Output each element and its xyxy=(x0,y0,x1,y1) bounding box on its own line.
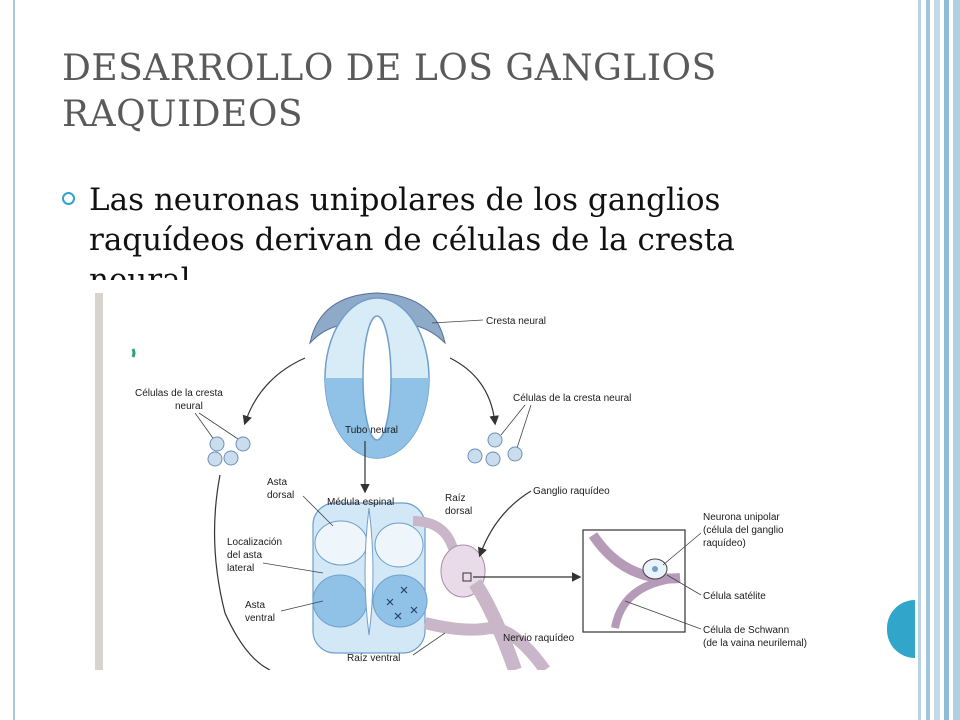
left-border-line xyxy=(13,0,15,720)
label-localizacion-2: del asta xyxy=(227,550,262,561)
ventral-root xyxy=(423,617,550,674)
label-neurona-unipolar-1: Neurona unipolar xyxy=(703,512,780,523)
label-nervio-raquideo: Nervio raquídeo xyxy=(503,633,575,644)
label-localizacion-1: Localización xyxy=(227,537,282,548)
slide-title-line-2: RAQUIDEOS xyxy=(62,94,303,135)
label-ganglio-raquideo: Ganglio raquídeo xyxy=(533,486,610,497)
bullet-line-1: Las neuronas unipolares de los ganglios xyxy=(89,182,721,218)
label-celula-schwann-1: Célula de Schwann xyxy=(703,625,789,636)
right-border-strip-3 xyxy=(934,0,940,720)
right-border-strip-2 xyxy=(926,0,930,720)
label-celulas-cresta-left-2: neural xyxy=(175,401,203,412)
bullet-point: Las neuronas unipolares de los ganglios … xyxy=(62,180,862,280)
label-celula-schwann-2: (de la vaina neurilemal) xyxy=(703,638,807,649)
dorsal-horn-left xyxy=(314,520,368,566)
bullet-circle-icon xyxy=(62,192,75,205)
label-asta-dorsal-2: dorsal xyxy=(267,490,294,501)
slide-title: DESARROLLO DE LOS GANGLIOS RAQUIDEOS xyxy=(62,46,882,138)
neural-canal xyxy=(362,315,392,441)
label-medula-espinal: Médula espinal xyxy=(327,497,394,508)
slide-title-line-1: DESARROLLO DE LOS GANGLIOS xyxy=(62,48,717,89)
label-raiz-dorsal-2: dorsal xyxy=(445,506,472,517)
label-asta-ventral-2: ventral xyxy=(245,613,275,624)
scan-edge xyxy=(95,293,103,670)
spinal-nerve xyxy=(469,579,522,673)
crest-cells-left xyxy=(207,436,251,467)
bullet-line-3: neural xyxy=(89,262,191,280)
dorsal-horn-right xyxy=(374,522,424,568)
label-localizacion-3: lateral xyxy=(227,563,254,574)
label-celula-satelite: Célula satélite xyxy=(703,591,766,602)
motor-neurons xyxy=(386,586,418,620)
label-raiz-ventral: Raíz ventral xyxy=(347,653,400,664)
ventral-horn-left xyxy=(312,574,368,628)
right-border-strip-5 xyxy=(953,0,960,720)
label-celulas-cresta-right: Células de la cresta neural xyxy=(513,393,631,404)
bullet-line-2: raquídeos derivan de células de la crest… xyxy=(89,222,735,258)
label-cresta-neural: Cresta neural xyxy=(486,316,546,327)
label-celulas-cresta-left-1: Células de la cresta xyxy=(135,388,223,399)
green-mark xyxy=(131,348,136,358)
label-asta-dorsal-1: Asta xyxy=(267,477,287,488)
label-neurona-unipolar-3: raquídeo) xyxy=(703,538,746,549)
ventral-horn-right xyxy=(372,574,428,628)
crest-cells-right xyxy=(467,432,523,467)
embryology-figure: Cresta neural Tubo neural Células de la … xyxy=(95,283,850,674)
central-canal xyxy=(364,507,374,636)
label-tubo-neural: Tubo neural xyxy=(345,425,398,436)
label-neurona-unipolar-2: (célula del ganglio xyxy=(703,525,784,536)
label-asta-ventral-1: Asta xyxy=(245,600,265,611)
right-border-strip-1 xyxy=(918,0,921,720)
label-raiz-dorsal-1: Raíz xyxy=(445,493,466,504)
bullet-text: Las neuronas unipolares de los ganglios … xyxy=(89,180,849,280)
figure-svg: Cresta neural Tubo neural Células de la … xyxy=(95,292,807,674)
right-border-strip-4 xyxy=(944,0,949,720)
